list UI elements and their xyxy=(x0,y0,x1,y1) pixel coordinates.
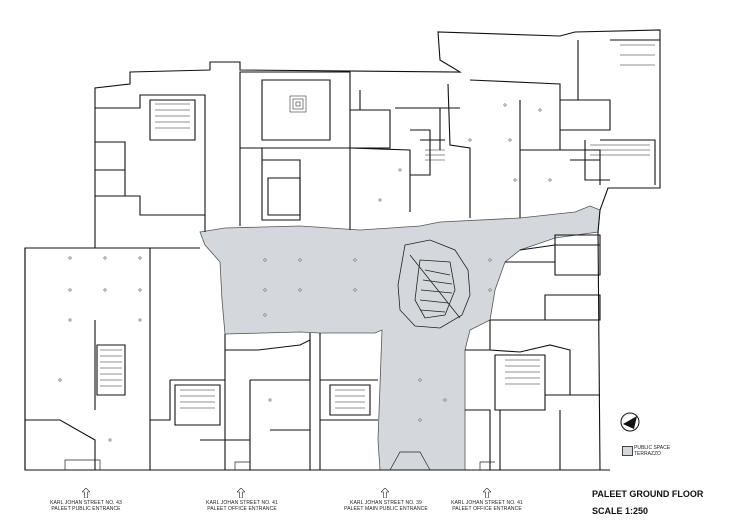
legend-line-1: PUBLIC SPACE xyxy=(634,445,671,451)
legend-line-2: TERRAZZO xyxy=(634,451,661,457)
entrance-3-type: PALEET MAIN PUBLIC ENTRANCE xyxy=(344,506,428,512)
entrance-2-street: KARL JOHAN STREET NO. 41 xyxy=(206,500,278,506)
courtyard-ornament xyxy=(289,95,307,113)
up-arrow-icon xyxy=(82,488,90,498)
entrance-1-type: PALEET PUBLIC ENTRANCE xyxy=(51,506,121,512)
entrance-label-2: KARL JOHAN STREET NO. 41 PALEET OFFICE E… xyxy=(204,500,280,512)
entrance-label-1: KARL JOHAN STREET NO. 43 PALEET PUBLIC E… xyxy=(50,500,122,512)
entrance-doors xyxy=(64,451,495,471)
public-space-area xyxy=(199,205,601,471)
plan-title: PALEET GROUND FLOOR xyxy=(592,489,704,499)
legend-swatch xyxy=(622,446,633,456)
entrance-1-street: KARL JOHAN STREET NO. 43 xyxy=(50,500,122,506)
up-arrow-icon xyxy=(381,488,389,498)
entrance-label-4: KARL JOHAN STREET NO. 41 PALEET OFFICE E… xyxy=(449,500,525,512)
up-arrow-icon xyxy=(237,488,245,498)
north-arrow-icon xyxy=(620,412,640,432)
central-stair xyxy=(397,239,471,329)
entrance-4-street: KARL JOHAN STREET NO. 41 xyxy=(451,500,523,506)
legend-text: PUBLIC SPACE TERRAZZO xyxy=(634,445,670,457)
columns xyxy=(58,103,552,442)
building-walls xyxy=(24,29,661,471)
entrance-3-street: KARL JOHAN STREET NO. 39 xyxy=(350,500,422,506)
entrance-2-type: PALEET OFFICE ENTRANCE xyxy=(207,506,277,512)
up-arrow-icon xyxy=(483,488,491,498)
entrance-4-type: PALEET OFFICE ENTRANCE xyxy=(452,506,522,512)
stairs xyxy=(100,44,655,409)
entrance-label-3: KARL JOHAN STREET NO. 39 PALEET MAIN PUB… xyxy=(344,500,428,512)
plan-scale: SCALE 1:250 xyxy=(592,506,649,516)
